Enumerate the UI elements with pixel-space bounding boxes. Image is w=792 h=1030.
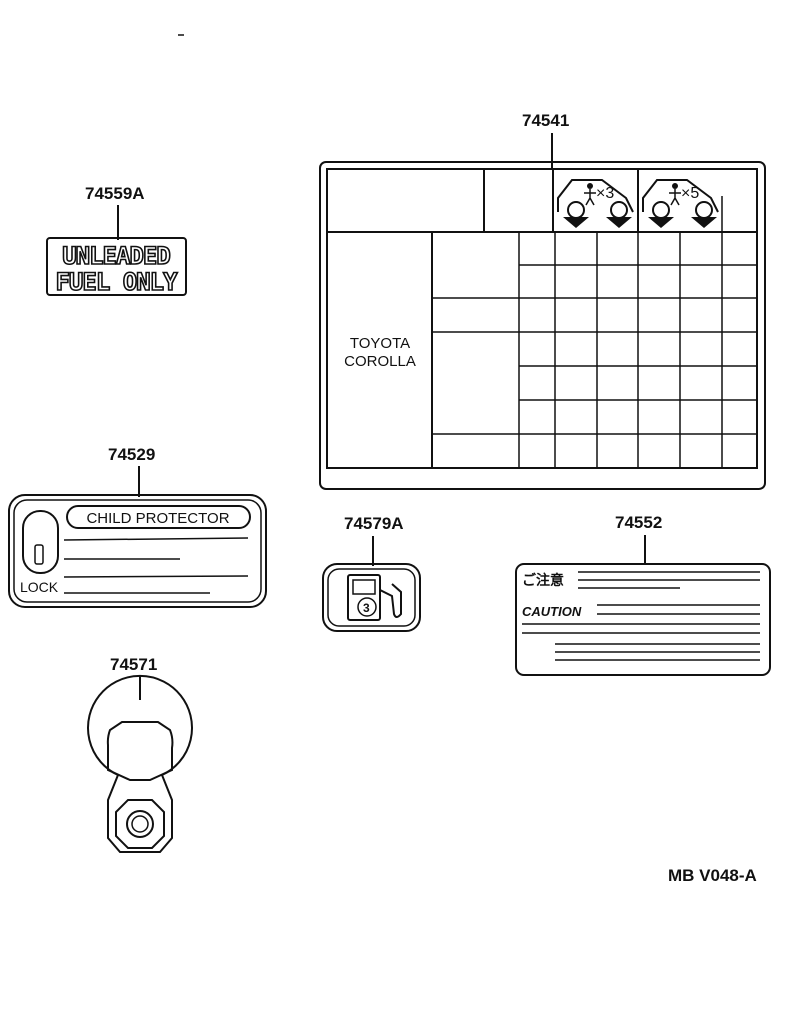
label-outline: [322, 563, 421, 632]
part-number-74559a: 74559A: [85, 184, 145, 203]
child-protector-label: 74529 CHILD PROTECTOR LOCK: [8, 445, 267, 608]
part-number-74541: 74541: [522, 111, 569, 130]
label-outline: [319, 161, 766, 490]
label-outline: [515, 563, 771, 676]
child-protector-title: CHILD PROTECTOR: [86, 510, 229, 527]
model-name-line1: TOYOTA: [350, 335, 410, 352]
table-border: [326, 168, 758, 469]
cap-ring-icon: [126, 810, 154, 838]
unleaded-fuel-label: 74559A UNLEADED FUEL ONLY: [46, 184, 187, 297]
title-pill: [66, 505, 251, 529]
label-outline: [8, 494, 267, 608]
passenger-count-label: ×3: [596, 185, 614, 202]
fuel-pump-icon: 3: [347, 574, 402, 621]
jp-caution-text: ご注意: [522, 572, 564, 588]
caution-text: CAUTION: [522, 604, 582, 619]
car-load-icon: ×5: [642, 179, 719, 228]
part-number-74579a: 74579A: [344, 514, 404, 533]
lock-text: LOCK: [20, 579, 59, 595]
fuel-cap-label: 74571: [87, 655, 193, 853]
car-load-icon: ×3: [557, 179, 634, 228]
model-name-line2: COROLLA: [344, 353, 416, 370]
label-outline: [46, 237, 187, 296]
cap-octagon: [115, 799, 165, 849]
cap-label-outline: [87, 674, 193, 853]
part-number-74571: 74571: [110, 655, 157, 674]
caution-label: 74552 ご注意 CAUTION: [515, 513, 771, 676]
lock-slot: [22, 510, 59, 574]
fuel-only-text: FUEL ONLY: [55, 268, 178, 296]
fuel-icon-label: 74579A 3: [322, 514, 421, 632]
unleaded-text: UNLEADED: [62, 242, 170, 270]
part-number-74552: 74552: [615, 513, 662, 532]
tire-pressure-label: 74541 TOYOTA COROLLA: [319, 111, 766, 490]
passenger-count-label: ×5: [681, 185, 699, 202]
lock-knob-icon: [34, 544, 44, 565]
diagram-code: MB V048-A: [668, 866, 757, 885]
cap-cutout: [106, 721, 174, 781]
part-number-74529: 74529: [108, 445, 155, 464]
svg-text:3: 3: [363, 601, 370, 615]
